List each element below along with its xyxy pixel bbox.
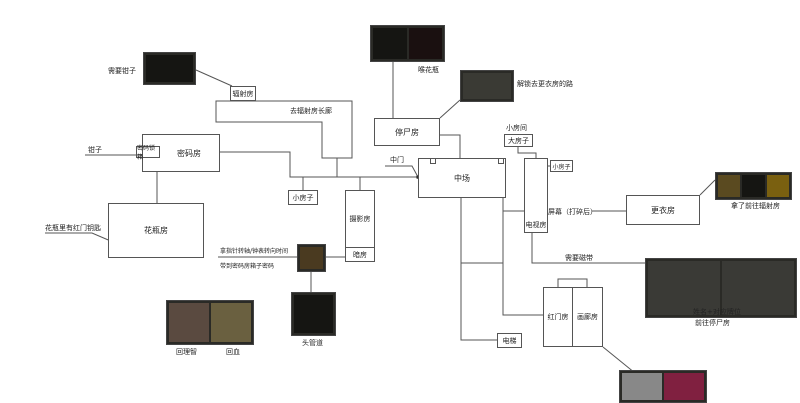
room-small-house-left: 小房子 <box>288 190 318 205</box>
unlock-changing-note: 解锁去更衣房的路 <box>517 80 573 88</box>
vase-bottle-image <box>370 25 445 62</box>
sanity-label: 回理智 <box>176 348 197 356</box>
room-red-door: 红门房 <box>543 287 573 347</box>
hazmat-items-image <box>715 172 792 200</box>
room-central-hall: 中场 <box>418 158 506 198</box>
mechanism-image <box>460 70 514 102</box>
screen-broken-label: 屏幕（打碎后） <box>548 208 597 216</box>
room-changing: 更衣房 <box>626 195 700 225</box>
door-marker <box>498 158 504 164</box>
room-photo: 摄影房 <box>345 190 375 248</box>
pipe-label: 头管道 <box>302 339 323 347</box>
room-small-house-right: 小房子 <box>550 160 573 172</box>
vase-key-note: 花瓶里有红门钥匙 <box>45 224 101 232</box>
tape-hint-2: 前往停尸房 <box>695 319 730 327</box>
vase-bottle-label: 喉花瓶 <box>418 66 439 74</box>
tape-monitors-image <box>645 258 797 318</box>
room-elevator: 电梯 <box>497 333 522 348</box>
take-to-radiation-note: 拿了前往辐射房 <box>731 202 780 210</box>
heal-label: 回血 <box>226 348 240 356</box>
pipe-image <box>291 292 336 336</box>
room-radiation-corridor: 去辐射房长廊 <box>290 107 332 115</box>
room-code: 密码房 <box>142 134 220 172</box>
room-code-label: 密码房 <box>177 148 201 158</box>
consumables-image <box>166 300 254 345</box>
pliers-lock-image <box>143 52 196 85</box>
clock-hint-1: 拿指针转轴/钟表转向时间 <box>220 248 289 255</box>
room-tv: 电视房 <box>524 158 548 233</box>
gallery-items-image <box>619 370 707 403</box>
room-gallery: 画廊房 <box>572 287 603 347</box>
clock-statue-image <box>297 244 326 272</box>
room-dark: 暗房 <box>345 247 375 262</box>
need-tape-note: 需要磁带 <box>565 254 593 262</box>
room-radiation: 辐射房 <box>230 86 256 101</box>
clock-hint-2: 带到密码房箱子密码 <box>220 263 275 270</box>
room-morgue: 停尸房 <box>374 118 440 146</box>
room-tv-label: 电视房 <box>525 221 547 229</box>
code-box: 密码锁箱 <box>136 145 160 161</box>
pliers-note: 钳子 <box>88 146 102 154</box>
middle-door-label: 中门 <box>390 156 404 164</box>
small-room-label: 小房间 <box>506 124 527 132</box>
need-pliers-note: 需要钳子 <box>108 67 136 75</box>
room-big-house: 大房子 <box>504 134 533 147</box>
tape-hint-1: 姓名+对应牌位 <box>693 308 741 316</box>
room-vase: 花瓶房 <box>108 203 204 258</box>
door-marker <box>430 158 436 164</box>
